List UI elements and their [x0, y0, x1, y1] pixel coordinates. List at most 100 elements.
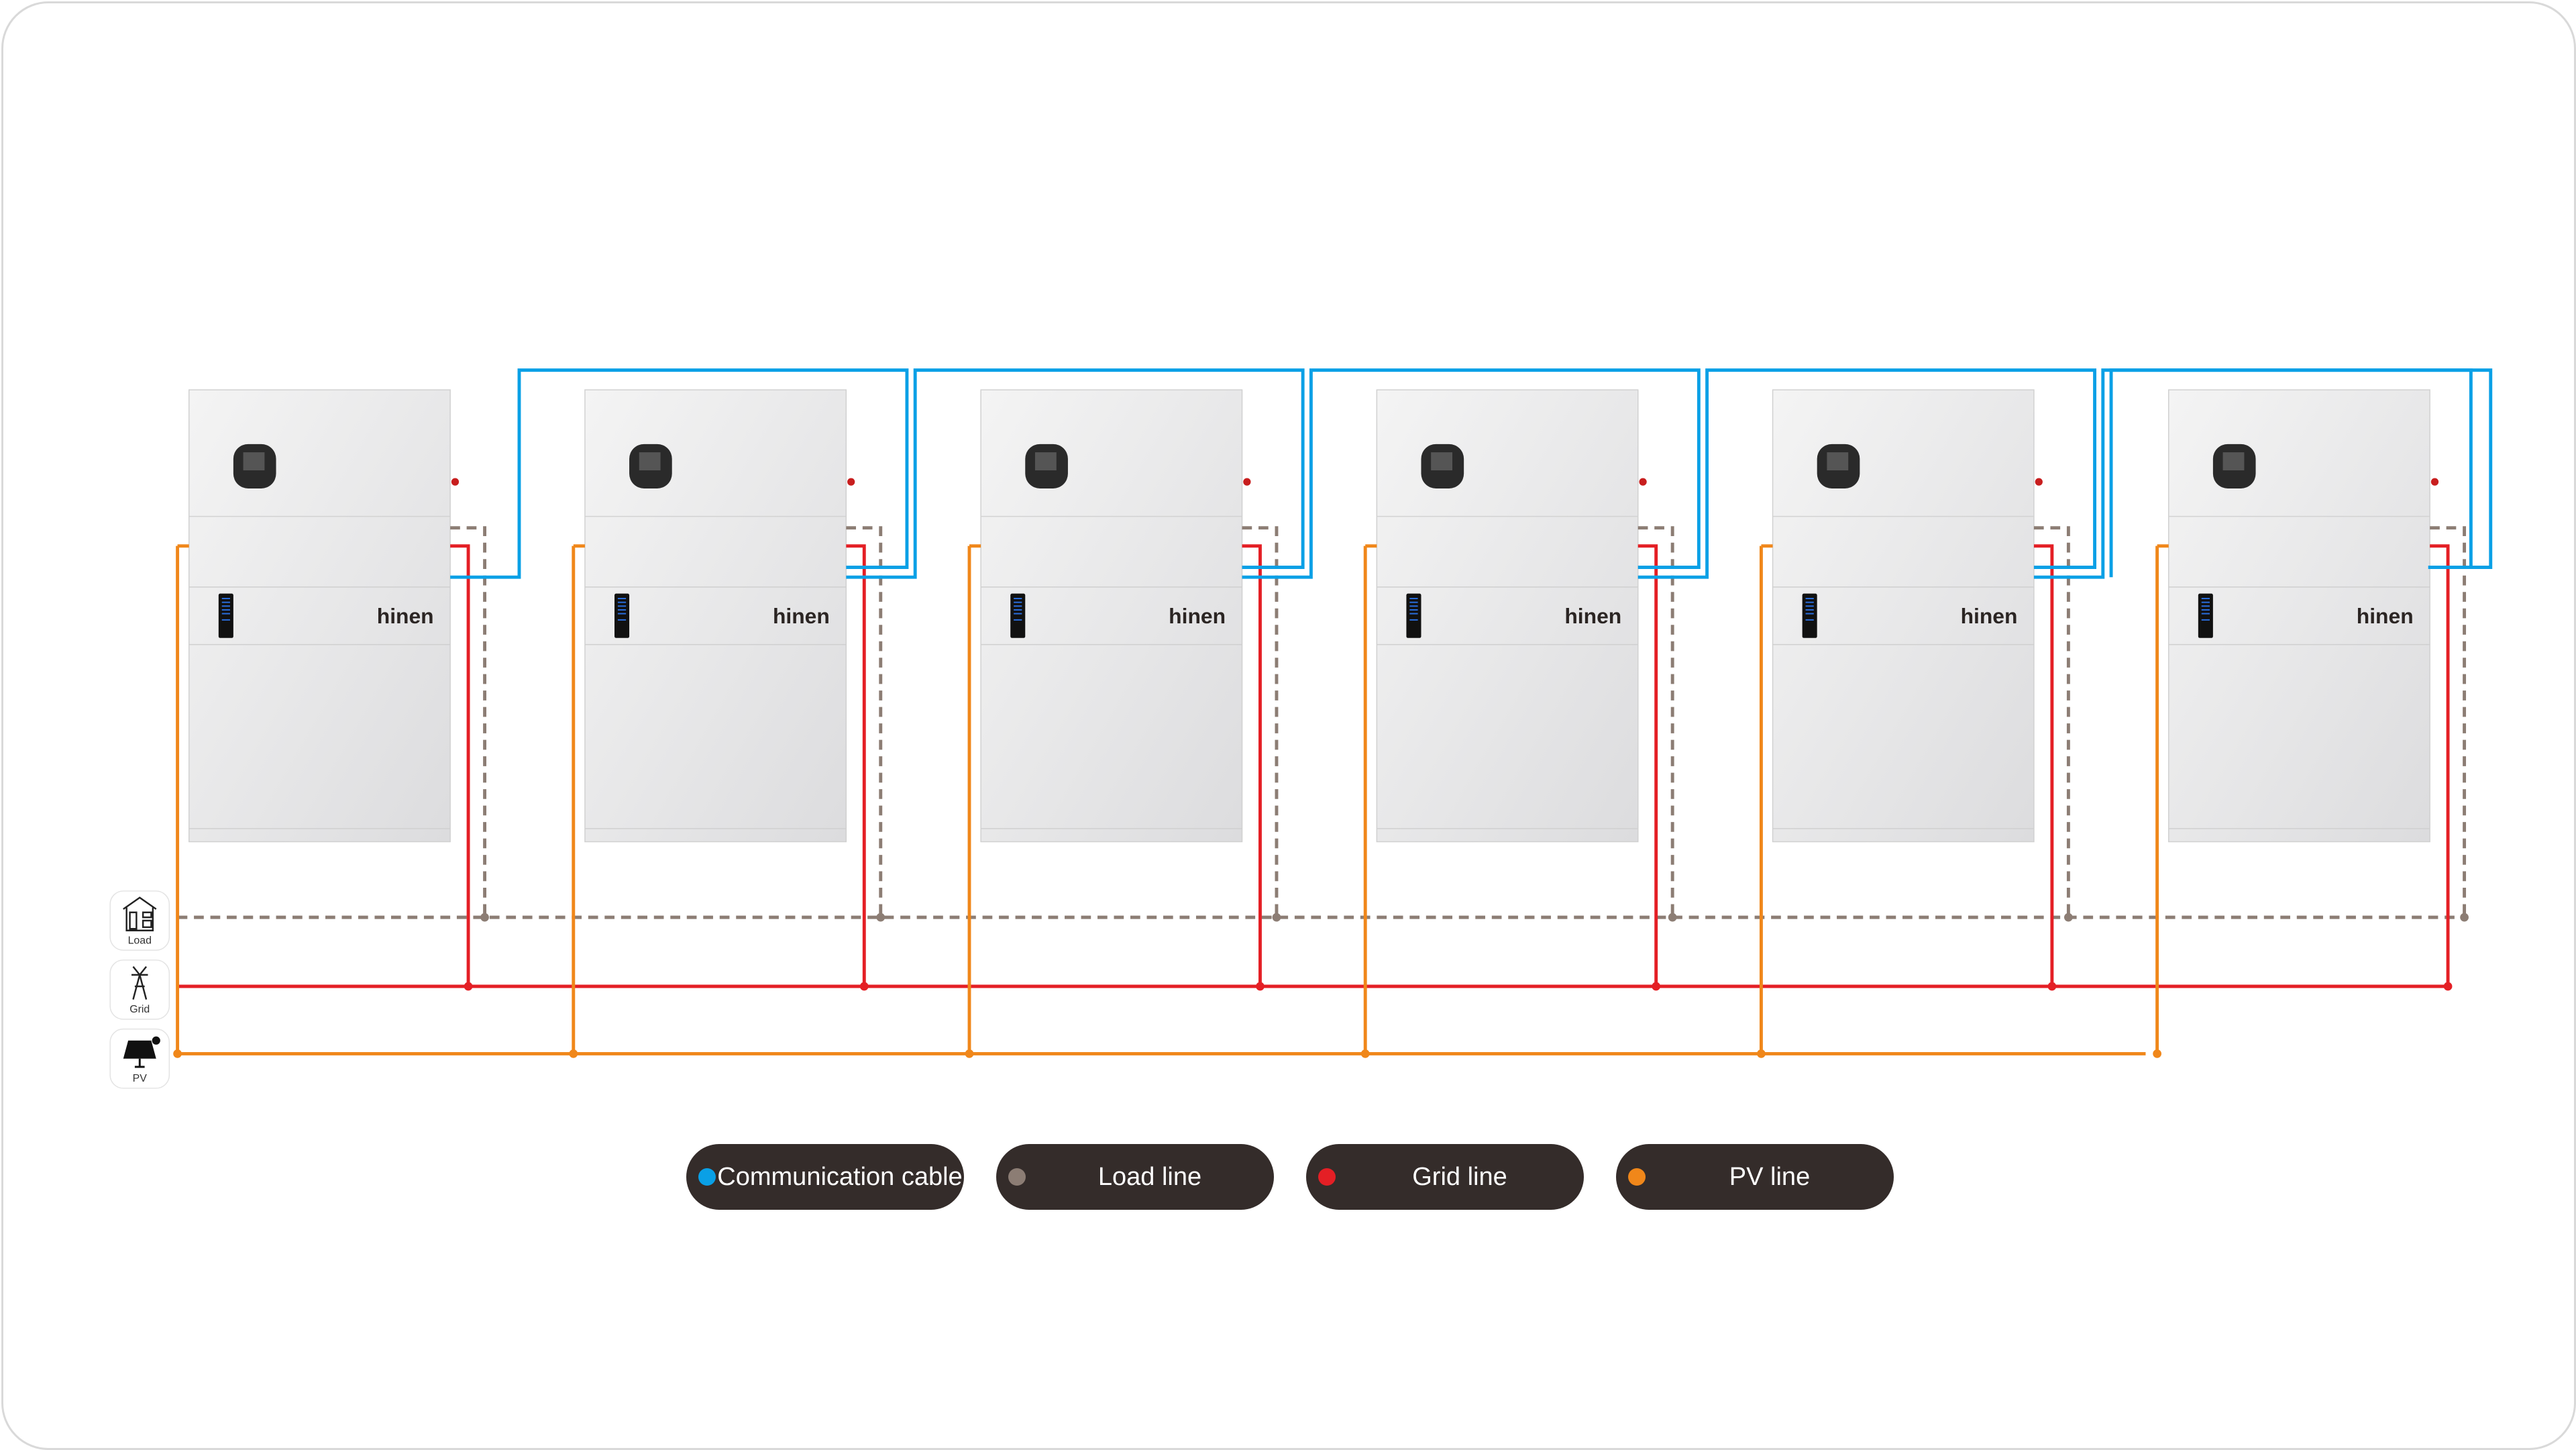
brand-logo: hinen [2357, 604, 2414, 628]
junction-dot [1757, 1049, 1766, 1058]
legend-label: Load line [1097, 1162, 1202, 1191]
junction-dot [1668, 913, 1677, 922]
energy-storage-unit: hinen [2168, 389, 2439, 843]
communication-cable [1242, 368, 1701, 579]
load-drop-line [846, 526, 883, 918]
screen-glass [2222, 452, 2245, 471]
junction-dot [2443, 982, 2453, 991]
pv-drop-line [2155, 544, 2169, 1054]
junction-dot [2047, 982, 2057, 991]
blue-dot-icon [698, 1168, 716, 1186]
energy-storage-unit: hinen [189, 389, 460, 843]
pv-drop-line [572, 544, 585, 1054]
house-shape [123, 896, 157, 931]
energy-storage-unit: hinen [1376, 389, 1647, 843]
brand-logo: hinen [1564, 604, 1621, 628]
energy-storage-unit: hinen [980, 389, 1251, 843]
pv-drop-line [1759, 544, 1773, 1054]
energy-storage-unit: hinen [584, 389, 855, 843]
junction-dot [1360, 1049, 1370, 1058]
tower-shape [131, 966, 148, 1000]
legend-communication-cable: Communication cable [686, 1144, 964, 1210]
grid-drop-line [846, 544, 866, 986]
junction-dot [876, 913, 885, 922]
legend-label: Grid line [1412, 1162, 1507, 1191]
junction-dot [464, 982, 473, 991]
pv-drop-line [967, 544, 981, 1054]
power-tower-icon [131, 966, 148, 1000]
screen-glass [1034, 452, 1057, 471]
legend-load-line: Load line [996, 1144, 1274, 1210]
house-appliance-icon [123, 896, 157, 931]
load-drop-line [1638, 526, 1674, 918]
panel-stand [134, 1058, 145, 1068]
emergency-stop-icon [2035, 478, 2043, 486]
legend-pv-line: PV line [1616, 1144, 1894, 1210]
source-tile [109, 890, 170, 951]
emergency-stop-icon [847, 478, 855, 486]
junction-dot [965, 1049, 974, 1058]
battery-level-indicator-icon [2198, 593, 2213, 638]
source-pv: PV [109, 1028, 170, 1089]
emergency-stop-icon [2430, 478, 2439, 486]
junction-dot [1256, 982, 1265, 991]
battery-level-indicator-icon [1406, 593, 1421, 638]
load-drop-line [450, 526, 486, 918]
junction-dot [1272, 913, 1281, 922]
emergency-stop-icon [1243, 478, 1251, 486]
pv-drop-line [176, 544, 189, 1054]
red-dot-icon [1318, 1168, 1336, 1186]
screen-glass [243, 452, 265, 471]
screen-glass [639, 452, 661, 471]
sun-shape [152, 1036, 160, 1045]
junction-dot [173, 1049, 182, 1058]
solar-panel-icon [123, 1036, 160, 1068]
source-load: Load [109, 890, 170, 951]
load-drop-line [2430, 526, 2467, 918]
junction-dot [859, 982, 869, 991]
battery-level-indicator-icon [218, 593, 233, 638]
grid-drop-line [1638, 544, 1658, 986]
energy-storage-unit: hinen [1772, 389, 2043, 843]
gray-dot-icon [1008, 1168, 1026, 1186]
source-tile [109, 960, 170, 1020]
wiring-diagram: hinen hinen hinen hinen hinen hinen LoadGridP… [109, 368, 2493, 1089]
grid-drop-line [2430, 544, 2450, 986]
communication-cable [450, 368, 909, 579]
junction-dot [2064, 913, 2073, 922]
battery-level-indicator-icon [1010, 593, 1026, 638]
junction-dot [1652, 982, 1661, 991]
battery-level-indicator-icon [1802, 593, 1817, 638]
brand-logo: hinen [1169, 604, 1226, 628]
panel-shape [123, 1040, 156, 1059]
load-drop-line [1242, 526, 1279, 918]
legend-grid-line: Grid line [1306, 1144, 1584, 1210]
legend-label: PV line [1729, 1162, 1811, 1191]
communication-cable [846, 368, 1305, 579]
communication-cable [1638, 368, 2096, 579]
junction-dot [2153, 1049, 2161, 1058]
legend-label: Communication cable [717, 1162, 963, 1191]
emergency-stop-icon [1639, 478, 1647, 486]
orange-dot-icon [1628, 1168, 1646, 1186]
grid-drop-line [1242, 544, 1262, 986]
battery-level-indicator-icon [614, 593, 630, 638]
emergency-stop-icon [451, 478, 460, 486]
source-label: Grid [129, 1004, 150, 1015]
screen-glass [1827, 452, 1849, 471]
source-label: Load [128, 935, 152, 946]
grid-drop-line [450, 544, 470, 986]
source-grid: Grid [109, 960, 170, 1020]
pv-drop-line [1363, 544, 1377, 1054]
load-drop-line [2033, 526, 2070, 918]
screen-glass [1431, 452, 1452, 471]
grid-drop-line [2033, 544, 2054, 986]
brand-logo: hinen [1961, 604, 2018, 628]
source-label: PV [133, 1073, 148, 1084]
junction-dot [480, 913, 489, 922]
brand-logo: hinen [773, 604, 830, 628]
brand-logo: hinen [377, 604, 434, 628]
junction-dot [2460, 913, 2469, 922]
junction-dot [569, 1049, 578, 1058]
